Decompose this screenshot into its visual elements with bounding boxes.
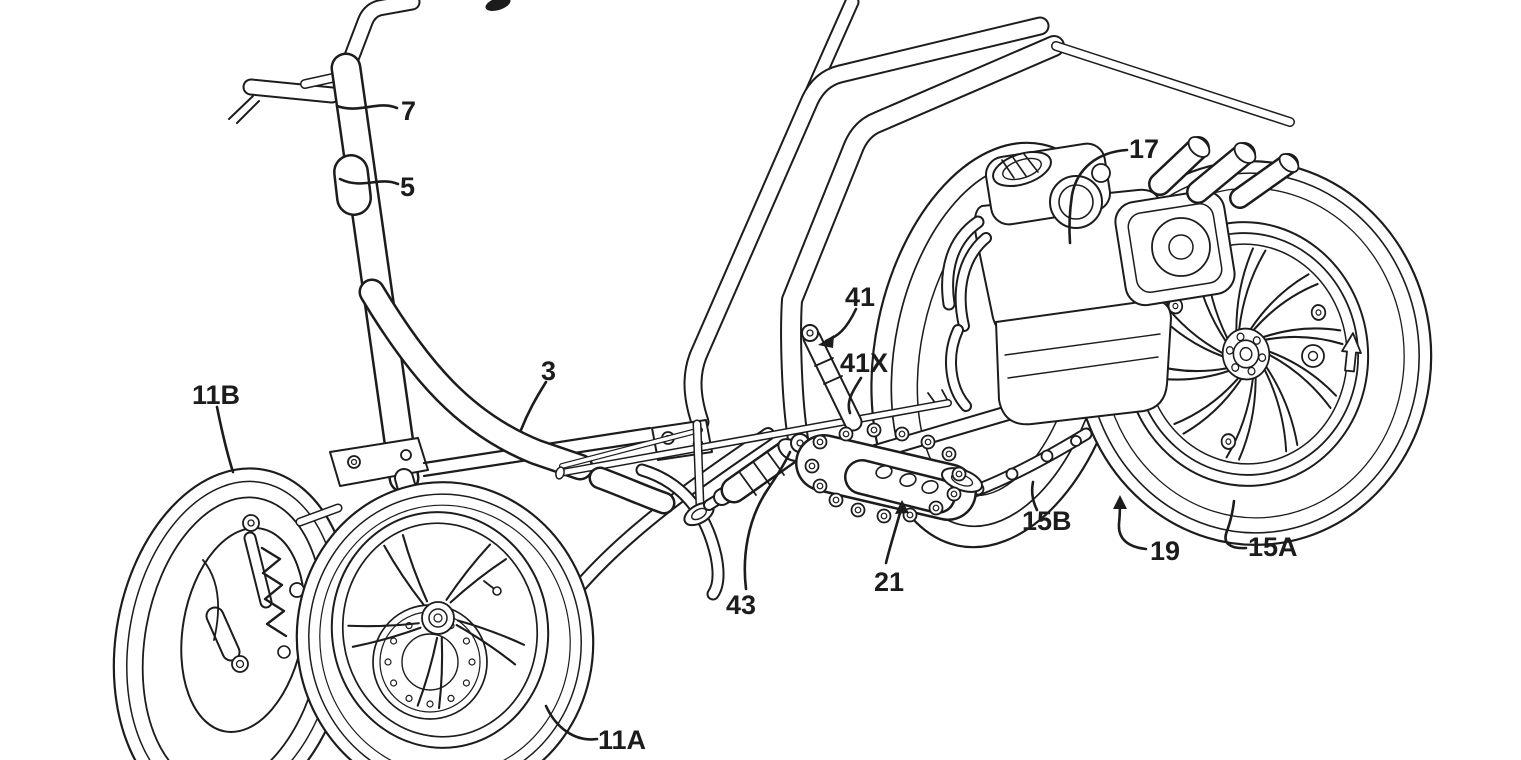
rear-wheel-spokes [1148, 247, 1344, 461]
engine [941, 136, 1300, 426]
leader-line-43 [743, 450, 792, 591]
drive-cylinder [703, 433, 810, 511]
leader-line-41 [824, 307, 858, 343]
leader-line-15A [1224, 499, 1248, 550]
leader-line-11B [215, 405, 235, 474]
arrowhead-41 [818, 335, 834, 348]
leader-line-15B [1030, 480, 1039, 512]
ref-label-17: 17 [1129, 134, 1159, 164]
leader-line-17 [1068, 148, 1129, 245]
leader-line-5 [338, 177, 400, 186]
ref-label-43: 43 [726, 590, 756, 620]
ref-label-41: 41 [845, 282, 875, 312]
leader-line-19 [1117, 500, 1148, 551]
ref-label-15B: 15B [1022, 506, 1072, 536]
intake-pipes [1148, 136, 1300, 209]
shock-absorber [801, 324, 863, 432]
arrowhead-21 [895, 500, 909, 514]
leader-line-21 [884, 507, 903, 565]
gearbox-housing [795, 422, 984, 524]
direction-arrow-icon [1341, 332, 1362, 373]
brake-disc [372, 604, 488, 720]
ref-label-19: 19 [1150, 536, 1180, 566]
throttle-body [1049, 175, 1103, 229]
front-wheel-left [112, 467, 354, 760]
front-wheel-spokes [347, 534, 526, 710]
steering-column [329, 52, 654, 602]
ref-label-15A: 15A [1248, 532, 1298, 562]
gearbox-bolts [804, 422, 967, 524]
front-hub [421, 601, 455, 635]
ref-label-41X: 41X [840, 348, 888, 378]
leader-line-41X [847, 376, 863, 415]
ref-label-21: 21 [874, 567, 904, 597]
rim-bolt [1301, 344, 1325, 368]
arrowhead-19 [1113, 495, 1127, 509]
ref-label-5: 5 [400, 172, 415, 202]
front-wheel-right [295, 481, 595, 760]
leader-line-11A [544, 704, 599, 741]
frame-beam [358, 278, 594, 481]
handlebar [228, 0, 511, 124]
ref-label-3: 3 [541, 356, 556, 386]
ref-label-7: 7 [401, 96, 416, 126]
ref-label-11B: 11B [192, 380, 240, 410]
leader-line-7 [335, 104, 399, 110]
grip-end-cap [485, 0, 511, 11]
front-left-suspension-detail [202, 503, 343, 673]
leader-line-3 [519, 380, 548, 432]
valve-stem [492, 586, 502, 596]
reference-annotations: 7 5 3 11B 11A 41 41X 43 21 17 15B 19 15A [192, 96, 1298, 755]
front-wishbone [573, 427, 775, 593]
brake-lever [228, 95, 254, 120]
frame-rollcage-tubes [683, 0, 1295, 456]
ref-label-11A: 11A [598, 725, 646, 755]
